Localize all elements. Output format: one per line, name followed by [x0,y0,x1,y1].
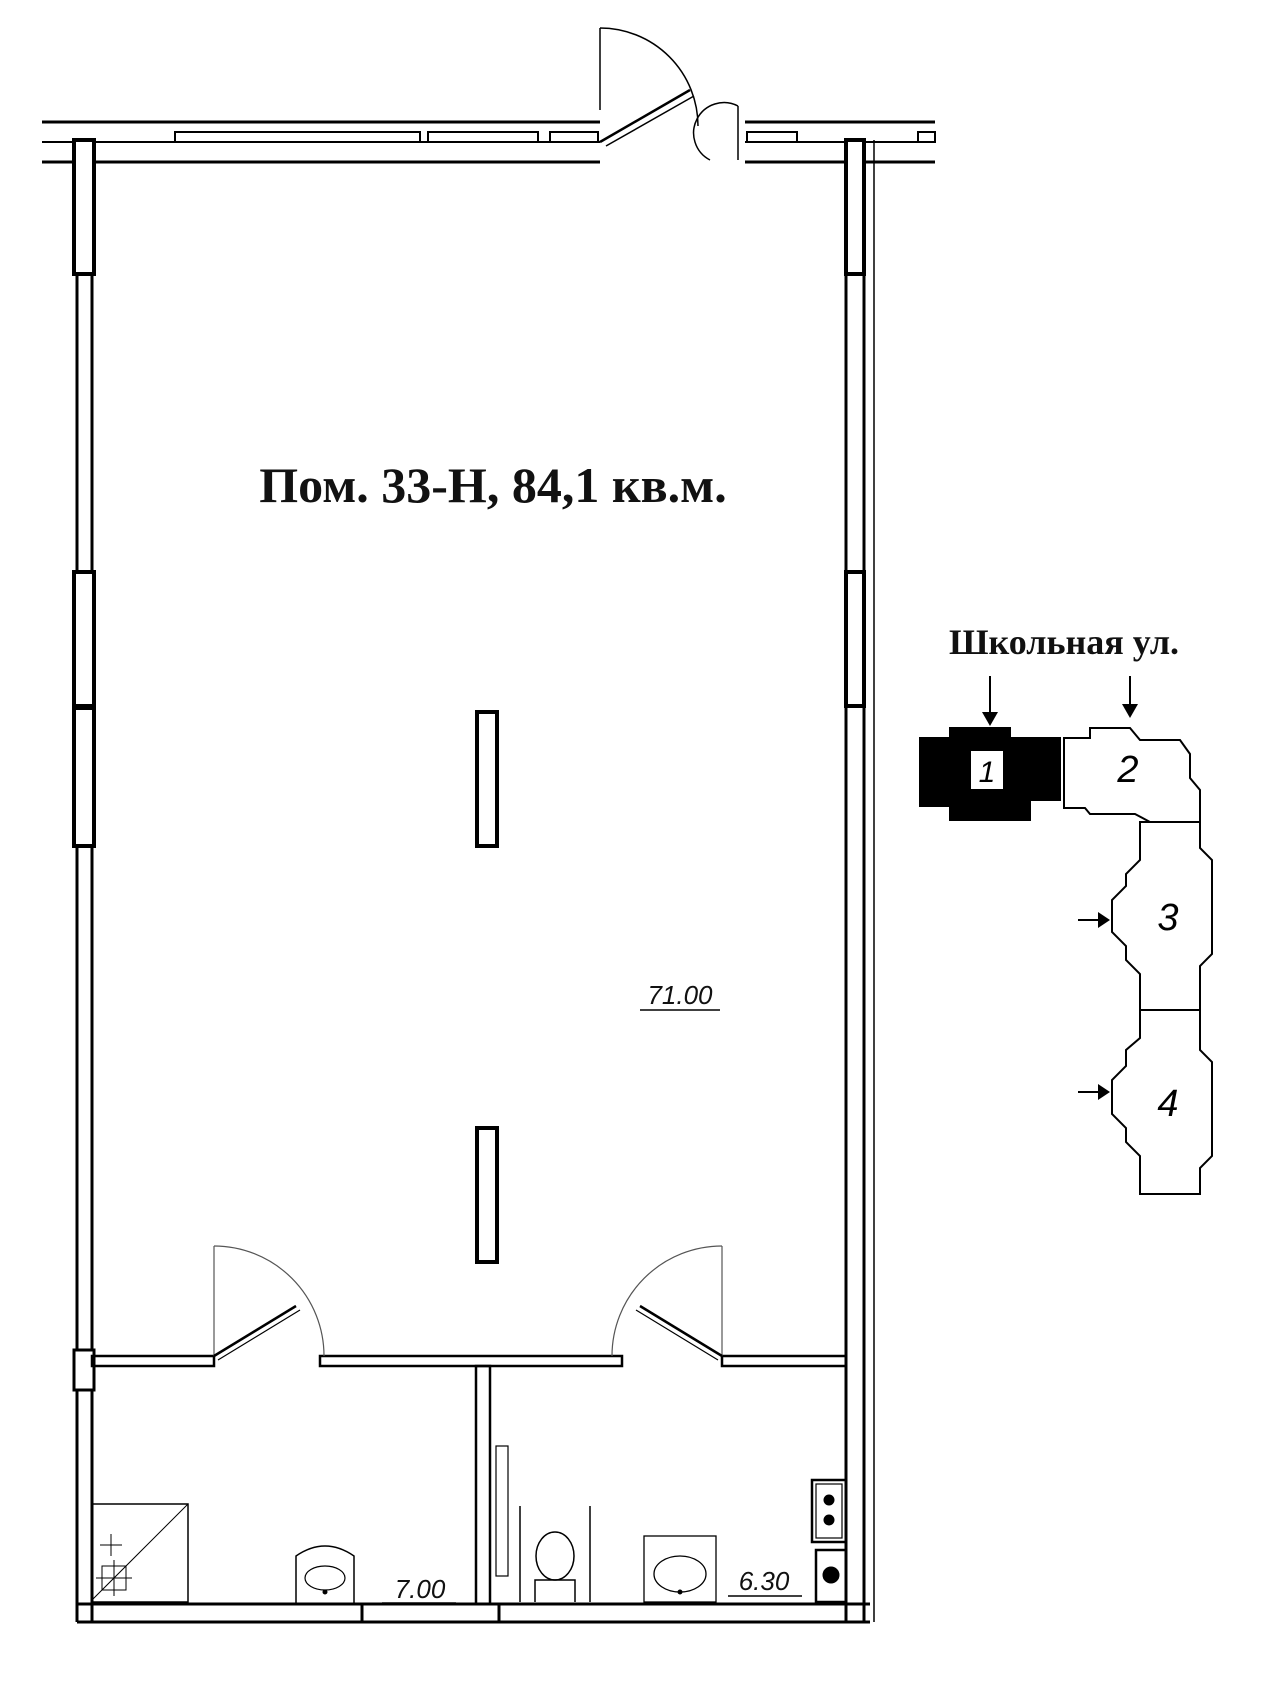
partition-wall [90,1354,848,1606]
section-2-shape [1063,727,1201,823]
column-upper [475,710,499,848]
washbasin-right [643,1535,717,1603]
bathroom-left-door [213,1245,325,1361]
entrance-arrow-section-1 [982,676,998,726]
washbasin-left [295,1545,355,1603]
right-wall [844,138,875,1622]
toilet [495,1445,591,1602]
key-plan-section-3[interactable]: 3 [1111,821,1213,1011]
top-facade [42,120,936,164]
section-4-shape [1111,1009,1213,1195]
section-3-shape [1111,821,1213,1011]
plan-title: Пом. 33-Н, 84,1 кв.м. [259,457,726,513]
entrance-arrow-section-4 [1078,1084,1110,1100]
bathroom-left-area: 7.00 [395,1574,446,1604]
section-4-label: 4 [1157,1083,1178,1125]
key-plan: Школьная ул. 1 2 3 4 [919,622,1213,1195]
utility-box-upper [810,1478,848,1544]
bathroom-right-door [611,1245,723,1361]
section-1-label-box [969,749,1005,791]
section-2-label: 2 [1116,749,1138,791]
main-room-area: 71.00 [647,980,713,1010]
left-wall [72,138,96,1622]
bottom-wall [77,1602,870,1624]
entrance-arrow-section-3 [1078,912,1110,928]
key-plan-section-4[interactable]: 4 [1111,1009,1213,1195]
street-label: Школьная ул. [949,622,1179,662]
shower-tray [91,1503,189,1603]
bathroom-right-area: 6.30 [739,1566,790,1596]
utility-box-lower [814,1548,848,1604]
entrance-arrow-section-2 [1122,676,1138,718]
floor-plan-walls [42,27,936,1624]
column-lower [475,1126,499,1264]
key-plan-section-1[interactable]: 1 [919,727,1061,821]
section-3-label: 3 [1157,897,1178,939]
entrance-door [599,27,739,161]
section-1-label: 1 [979,756,996,789]
key-plan-section-2[interactable]: 2 [1063,727,1201,823]
